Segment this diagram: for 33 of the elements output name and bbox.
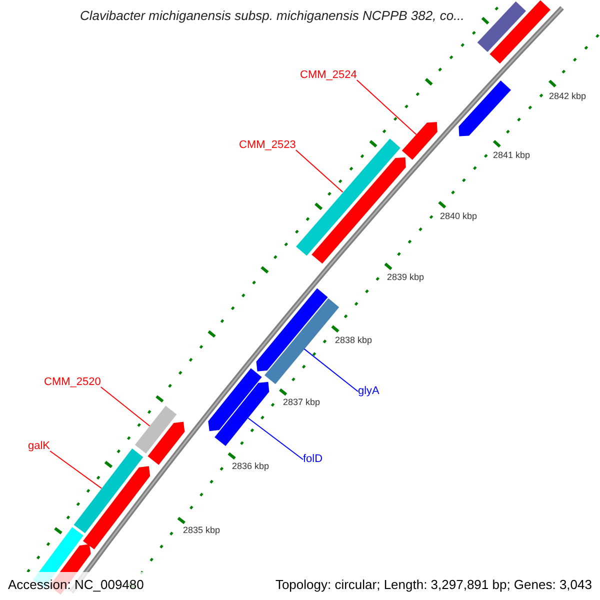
gene-segment [477, 1, 526, 52]
genome-stats-text: Topology: circular; Length: 3,297,891 bp; Genes: 3,043 [275, 576, 592, 594]
gene-segment [402, 122, 438, 160]
gene-label: galK [28, 440, 50, 453]
gene-label: CMM_2520 [44, 376, 101, 389]
leader-line [100, 386, 150, 426]
scale-label: 2840 kbp [440, 211, 478, 222]
accession-text: Accession: NC_009480 [8, 576, 144, 594]
gene-label: glyA [358, 385, 380, 398]
scale-label: 2837 kbp [283, 397, 320, 408]
scale-label: 2841 kbp [493, 150, 530, 161]
gene-segment [208, 368, 262, 432]
gene-segment [490, 0, 550, 64]
leader-line [304, 348, 358, 392]
gene-segment [296, 138, 400, 256]
scale-label: 2839 kbp [387, 272, 424, 283]
gene-label: folD [303, 453, 323, 466]
leader-line [356, 80, 417, 136]
scale-label: 2835 kbp [183, 525, 220, 536]
gene-segment [148, 422, 185, 465]
leader-line [295, 150, 344, 193]
scale-label: 2838 kbp [335, 335, 372, 346]
gene-label: CMM_2524 [300, 69, 357, 82]
gene-segment [74, 448, 144, 534]
gene-label: CMM_2523 [239, 139, 296, 152]
scale-label: 2842 kbp [549, 91, 586, 102]
gene-segment [256, 288, 328, 372]
gene-segment [214, 382, 270, 446]
gene-segment [83, 466, 150, 550]
scale-label: 2836 kbp [232, 461, 270, 472]
gene-segment [458, 80, 511, 136]
gene-segment [312, 157, 406, 264]
gene-segment [134, 406, 177, 454]
